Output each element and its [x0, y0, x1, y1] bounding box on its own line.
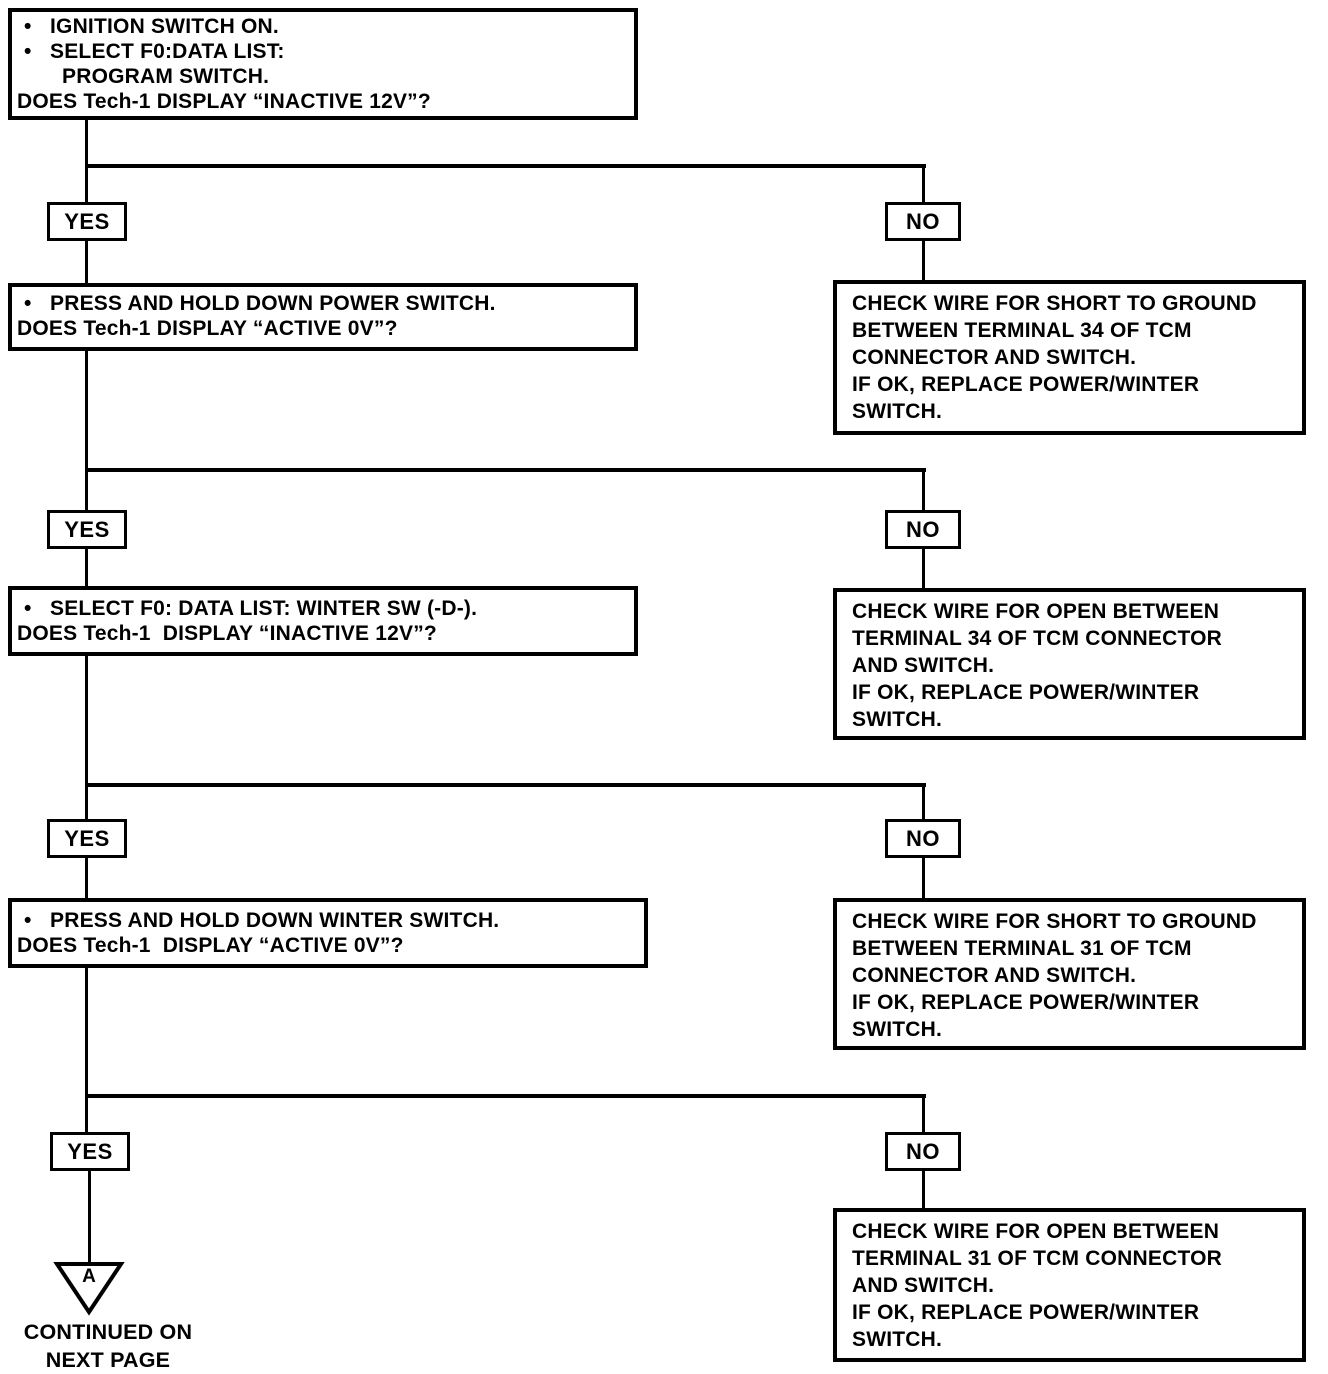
question-text: PRESS AND HOLD DOWN WINTER SWITCH. — [50, 909, 500, 932]
action-text: SWITCH. — [852, 708, 943, 731]
connector-line — [85, 240, 88, 286]
action-text: CHECK WIRE FOR SHORT TO GROUND — [852, 910, 1257, 933]
action-text: IF OK, REPLACE POWER/WINTER — [852, 991, 1200, 1014]
action-text: BETWEEN TERMINAL 31 OF TCM — [852, 937, 1192, 960]
question-text: SELECT F0: DATA LIST: WINTER SW (-D-). — [50, 597, 478, 620]
no-tag-3: NO — [885, 819, 961, 858]
action-text: SWITCH. — [852, 1328, 943, 1351]
connector-line — [85, 351, 88, 512]
connector-line — [922, 164, 925, 206]
question-prompt: DOES Tech-1 DISPLAY “INACTIVE 12V”? — [17, 622, 437, 645]
connector-line — [85, 857, 88, 900]
page-connector-label: A — [82, 1266, 96, 1287]
connector-line — [85, 468, 926, 472]
yes-tag-1: YES — [47, 202, 127, 241]
question-text: IGNITION SWITCH ON. — [50, 15, 279, 38]
action-text: IF OK, REPLACE POWER/WINTER — [852, 681, 1200, 704]
step4-no-action-box: CHECK WIRE FOR OPEN BETWEEN TERMINAL 31 … — [833, 1208, 1306, 1362]
question-line: • IGNITION SWITCH ON. — [12, 14, 634, 39]
question-text: PROGRAM SWITCH. — [62, 65, 270, 88]
bullet-icon: • — [24, 15, 32, 38]
action-text: CONNECTOR AND SWITCH. — [852, 346, 1137, 369]
action-text: CHECK WIRE FOR OPEN BETWEEN — [852, 1220, 1220, 1243]
connector-line — [922, 548, 925, 590]
question-prompt: DOES Tech-1 DISPLAY “ACTIVE 0V”? — [17, 934, 404, 957]
yes-tag-4: YES — [50, 1132, 130, 1171]
step2-question-box: • PRESS AND HOLD DOWN POWER SWITCH. DOES … — [8, 283, 638, 351]
question-text: SELECT F0:DATA LIST: — [50, 40, 285, 63]
action-text: IF OK, REPLACE POWER/WINTER — [852, 1301, 1200, 1324]
action-text: CHECK WIRE FOR OPEN BETWEEN — [852, 600, 1220, 623]
step3-question-box: •SELECT F0: DATA LIST: WINTER SW (-D-). … — [8, 586, 638, 656]
step1-no-action-box: CHECK WIRE FOR SHORT TO GROUND BETWEEN T… — [833, 280, 1306, 435]
step1-question-box: • IGNITION SWITCH ON. • SELECT F0:DATA LIS… — [8, 8, 638, 120]
step2-no-action-box: CHECK WIRE FOR OPEN BETWEEN TERMINAL 34 … — [833, 588, 1306, 740]
page-connector-triangle-icon — [53, 1262, 125, 1316]
connector-line — [88, 1171, 91, 1268]
action-text: BETWEEN TERMINAL 34 OF TCM — [852, 319, 1192, 342]
no-tag-4: NO — [885, 1132, 961, 1171]
bullet-icon: • — [24, 909, 32, 932]
connector-line — [922, 468, 925, 512]
connector-line — [922, 1094, 925, 1134]
action-text: AND SWITCH. — [852, 654, 995, 677]
question-line: • SELECT F0:DATA LIST: — [12, 39, 634, 64]
connector-line — [922, 783, 925, 821]
action-text: SWITCH. — [852, 400, 943, 423]
connector-line — [922, 240, 925, 284]
question-text: PRESS AND HOLD DOWN POWER SWITCH. — [50, 292, 496, 315]
continued-line: NEXT PAGE — [45, 1348, 171, 1372]
action-text: SWITCH. — [852, 1018, 943, 1041]
connector-line — [85, 164, 926, 168]
action-text: CONNECTOR AND SWITCH. — [852, 964, 1137, 987]
connector-line — [85, 656, 88, 821]
bullet-icon: • — [24, 292, 32, 315]
connector-line — [85, 118, 88, 206]
step4-question-box: • PRESS AND HOLD DOWN WINTER SWITCH. DOES… — [8, 898, 648, 968]
no-tag-1: NO — [885, 202, 961, 241]
action-text: TERMINAL 31 OF TCM CONNECTOR — [852, 1247, 1223, 1270]
connector-line — [922, 857, 925, 900]
question-line: • SELECT F0: DATA LIST: WINTER SW (-D-). — [12, 596, 634, 621]
question-line: • PRESS AND HOLD DOWN WINTER SWITCH. — [12, 908, 644, 933]
yes-tag-3: YES — [47, 819, 127, 858]
question-line: • PRESS AND HOLD DOWN POWER SWITCH. — [12, 291, 634, 316]
connector-line — [922, 1171, 925, 1210]
action-text: CHECK WIRE FOR SHORT TO GROUND — [852, 292, 1257, 315]
connector-line — [85, 783, 926, 787]
continued-line: CONTINUED ON — [23, 1320, 193, 1344]
action-text: IF OK, REPLACE POWER/WINTER — [852, 373, 1200, 396]
connector-line — [85, 548, 88, 588]
continued-on-next-page: CONTINUED ON NEXT PAGE — [8, 1318, 208, 1374]
no-tag-2: NO — [885, 510, 961, 549]
action-text: AND SWITCH. — [852, 1274, 995, 1297]
bullet-icon: • — [24, 40, 32, 63]
step3-no-action-box: CHECK WIRE FOR SHORT TO GROUND BETWEEN T… — [833, 898, 1306, 1050]
bullet-icon: • — [24, 597, 32, 620]
connector-line — [85, 1094, 926, 1098]
question-prompt: DOES Tech-1 DISPLAY “ACTIVE 0V”? — [17, 317, 398, 340]
yes-tag-2: YES — [47, 510, 127, 549]
action-text: TERMINAL 34 OF TCM CONNECTOR — [852, 627, 1223, 650]
question-prompt: DOES Tech-1 DISPLAY “INACTIVE 12V”? — [17, 90, 431, 113]
connector-line — [85, 968, 88, 1134]
